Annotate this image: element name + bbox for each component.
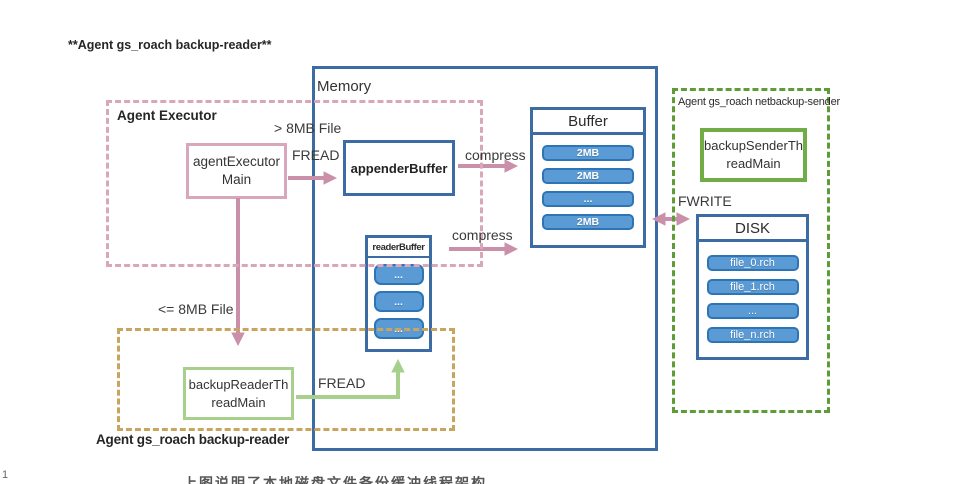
fread-top-label: FREAD	[292, 147, 340, 163]
buffer-chip: ...	[542, 191, 634, 207]
disk-title: DISK	[699, 217, 806, 242]
buffer-title: Buffer	[533, 110, 643, 135]
buffer-chip: 2MB	[542, 145, 634, 161]
disk-file-chip: file_0.rch	[706, 255, 799, 271]
fwrite-label: FWRITE	[678, 193, 732, 209]
reader-buffer-title: readerBuffer	[368, 238, 429, 258]
reader-buffer-chip: ...	[373, 291, 424, 312]
agent-executor-main-line1: agentExecutor	[192, 153, 281, 169]
backup-reader-line1: backupReaderTh	[188, 376, 289, 392]
backup-sender-line1: backupSenderTh	[704, 138, 804, 154]
netbackup-sender-group-label: Agent gs_roach netbackup-sender	[678, 96, 840, 108]
disk-file-chip: file_1.rch	[706, 279, 799, 295]
netbackup-sender-group-box	[672, 88, 830, 413]
reader-buffer-chip: ...	[373, 264, 424, 285]
backup-reader-line2: readMain	[211, 394, 266, 410]
backup-reader-group-label: Agent gs_roach backup-reader	[96, 432, 290, 447]
compress-top-label: compress	[465, 147, 526, 163]
le-8mb-file-label: <= 8MB File	[158, 301, 234, 317]
disk-box: DISK file_0.rch file_1.rch ... file_n.rc…	[696, 214, 809, 360]
disk-file-chip: ...	[706, 303, 799, 319]
agent-executor-group-box	[106, 100, 483, 267]
caption-partial: 上图说明了本地磁盘文件备份缓冲线程架构	[183, 476, 487, 484]
appender-buffer-box: appenderBuffer	[343, 140, 455, 196]
caption-fragment: 1	[2, 470, 9, 481]
compress-bottom-label: compress	[452, 227, 513, 243]
backup-reader-group-box	[117, 328, 455, 431]
fread-bottom-label: FREAD	[318, 375, 366, 391]
disk-file-chip: file_n.rch	[706, 327, 799, 343]
backup-reader-thread-box: backupReaderTh readMain	[183, 367, 294, 420]
backup-sender-line2: readMain	[726, 156, 781, 171]
reader-buffer-box: readerBuffer ... ... ...	[365, 235, 432, 352]
buffer-chip-list: 2MB 2MB ... 2MB	[533, 135, 643, 230]
agent-executor-main-line2: Main	[221, 172, 252, 187]
agent-executor-group-label: Agent Executor	[117, 108, 217, 123]
buffer-box: Buffer 2MB 2MB ... 2MB	[530, 107, 646, 248]
gt-8mb-file-label: > 8MB File	[274, 120, 342, 136]
appender-buffer-label: appenderBuffer	[350, 160, 448, 176]
buffer-chip: 2MB	[542, 168, 634, 184]
reader-buffer-chip-list: ... ... ...	[368, 258, 429, 339]
disk-chip-list: file_0.rch file_1.rch ... file_n.rch	[699, 242, 806, 343]
agent-executor-main-box: agentExecutor Main	[186, 143, 287, 199]
page-title: **Agent gs_roach backup-reader**	[68, 38, 272, 52]
buffer-chip: 2MB	[542, 214, 634, 230]
backup-sender-thread-box: backupSenderTh readMain	[700, 128, 807, 182]
memory-label: Memory	[317, 78, 372, 95]
